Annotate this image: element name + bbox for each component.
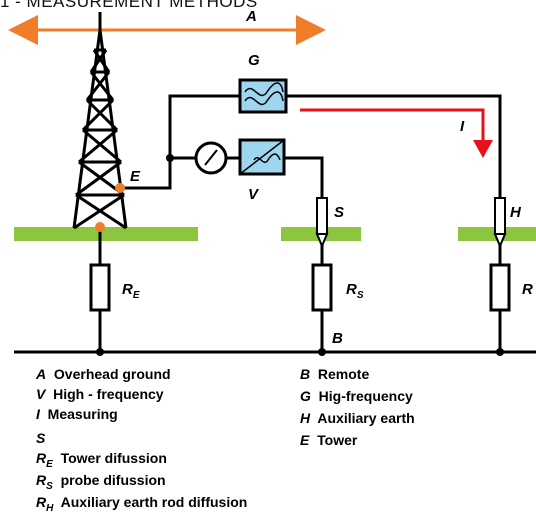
legend-item: RH Auxiliary earth rod diffusion (36, 494, 248, 514)
tower-foot-dot (95, 222, 105, 232)
bottom-node-rh (496, 348, 504, 356)
legend-item: RS probe difussion (36, 472, 166, 492)
junction-dot (166, 154, 174, 162)
label-i: I (460, 118, 465, 135)
legend-item: B Remote (300, 366, 370, 382)
label-v: V (248, 186, 259, 203)
legend-item: V High - frequency (36, 386, 164, 402)
legend-item: G Hig-frequency (300, 388, 413, 404)
bottom-node-re (96, 348, 104, 356)
label-a: A (246, 8, 257, 25)
legend-item: A Overhead ground (36, 366, 171, 382)
resistor-rh (489, 263, 511, 312)
label-e: E (130, 168, 141, 185)
tower-junction-dot (115, 183, 125, 193)
legend-item: H Auxiliary earth (300, 410, 415, 426)
current-arrow (300, 108, 493, 158)
wiring (14, 94, 536, 354)
probe-s-icon (315, 197, 329, 249)
legend-item: S (36, 430, 46, 446)
page-title: 1 - MEASUREMENT METHODS (0, 0, 258, 11)
generator-icon (238, 78, 288, 114)
resistor-rs (311, 263, 333, 312)
meter-icon (194, 141, 228, 175)
bottom-node-b (318, 348, 326, 356)
receiver-icon (238, 138, 286, 176)
ground-strip-tower (14, 227, 198, 241)
legend-item: RE Tower difussion (36, 450, 167, 470)
tower-icon (72, 12, 128, 230)
resistor-re (89, 263, 111, 312)
label-rs: RS (346, 281, 364, 301)
legend-item: E Tower (300, 432, 358, 448)
probe-h-icon (493, 197, 507, 249)
label-b: B (332, 330, 343, 347)
label-g: G (248, 52, 260, 69)
legend-item: I Measuring (36, 406, 118, 422)
label-s: S (334, 204, 345, 221)
label-rh: R (522, 281, 533, 298)
label-re: RE (122, 281, 140, 301)
label-h: H (510, 204, 521, 221)
